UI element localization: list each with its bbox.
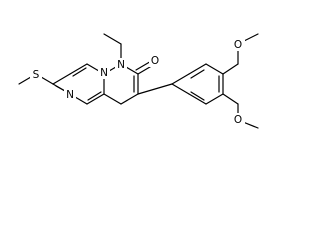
atom-label-layer: N N N S O O O [30, 38, 245, 126]
bond [52, 73, 71, 85]
bond [103, 33, 122, 45]
atom-s-thio-label: S [33, 69, 40, 81]
bond [103, 93, 122, 105]
bond [190, 69, 205, 79]
molecule-canvas: N N N S O O O [18, 33, 259, 129]
bond [72, 67, 87, 77]
bond [205, 93, 224, 105]
atom-o-methoxy-bottom-label: O [234, 114, 242, 126]
atom-s-thio: S [30, 68, 42, 81]
atom-o-carbonyl: O [149, 54, 162, 67]
atom-n-ring-lower-label: N [66, 89, 74, 101]
bond [188, 93, 207, 105]
atom-o-methoxy-top: O [232, 38, 245, 51]
atom-n-ring-upper: N [98, 66, 110, 79]
atom-o-methoxy-bottom: O [232, 113, 245, 126]
structure-diagram: N N N S O O O [18, 33, 259, 129]
bond [188, 63, 207, 75]
atom-o-carbonyl-label: O [151, 55, 159, 67]
bond [69, 63, 88, 75]
atom-n-ethyl-label: N [117, 59, 125, 71]
bond [87, 91, 102, 101]
bond [171, 83, 190, 95]
bond [205, 63, 224, 75]
bond-layer [18, 33, 259, 129]
bond [86, 93, 105, 105]
bond [190, 91, 205, 101]
bond [137, 83, 173, 95]
bond [222, 93, 239, 105]
bond [171, 73, 190, 85]
bond [120, 93, 139, 105]
atom-n-ethyl: N [115, 58, 127, 71]
atom-n-ring-upper-label: N [100, 67, 108, 79]
bond [222, 63, 239, 75]
atom-o-methoxy-top-label: O [234, 39, 242, 51]
atom-n-ring-lower: N [64, 88, 76, 101]
